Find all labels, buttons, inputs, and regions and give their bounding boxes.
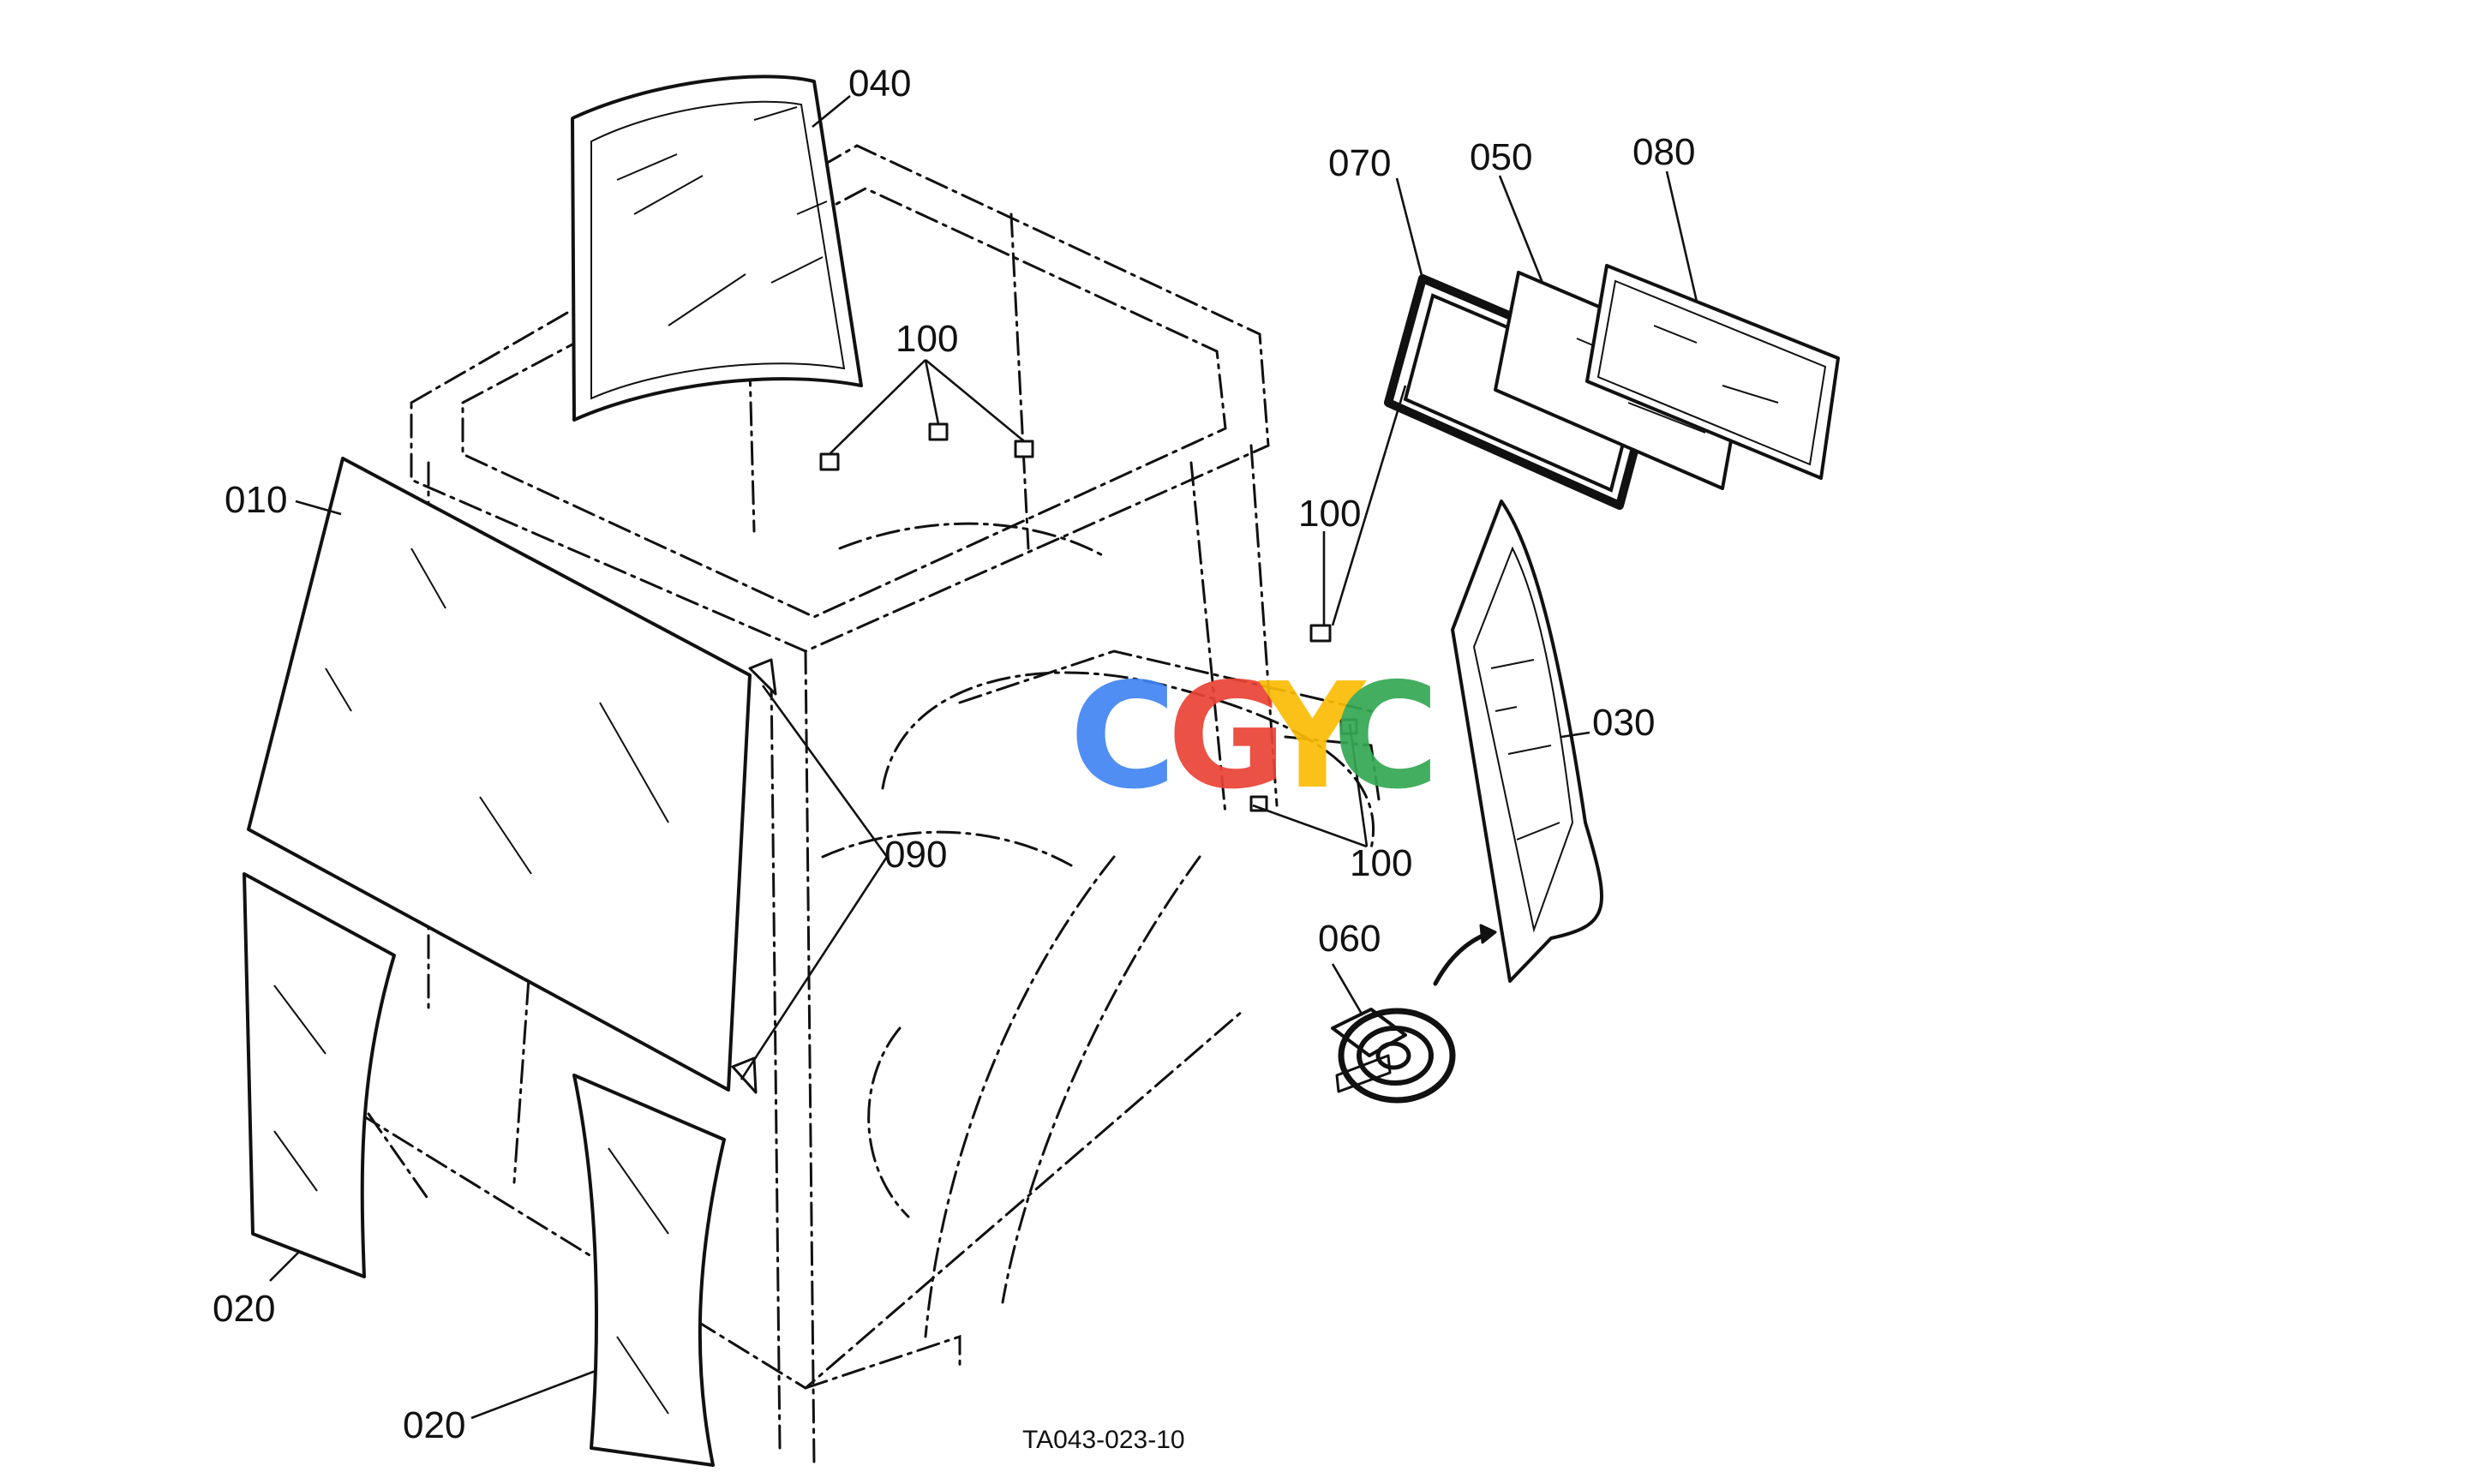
callout-040: 040 [848,63,911,105]
glass-010 [247,457,752,1092]
callout-060: 060 [1318,918,1381,960]
glass-030 [1451,500,1603,983]
callout-010: 010 [225,479,287,521]
callout-050: 050 [1470,136,1532,178]
seal-roll-060 [1331,924,1497,1104]
callout-070: 070 [1328,142,1391,184]
callout-100-top: 100 [896,318,958,360]
callout-030: 030 [1592,702,1655,744]
callout-020-left: 020 [213,1288,275,1330]
callout-080: 080 [1632,131,1695,173]
glass-040 [571,75,863,422]
callouts: 040 100 070 050 080 010 100 030 090 100 … [213,63,1695,1446]
callout-100-bottom: 100 [1350,842,1412,884]
glass-080 [1585,264,1840,480]
glass-020-bottom [572,1074,726,1467]
glass-020-left [243,872,396,1278]
drawing-code: TA043-023-10 [1022,1426,1185,1454]
watermark-letter-y: Y [1258,652,1367,822]
watermark-letter-c1: C [1069,652,1177,822]
callout-100-right: 100 [1298,493,1361,535]
watermark-letter-g: G [1167,652,1287,822]
callout-090: 090 [884,834,947,876]
watermark-logo: C G Y C [1069,652,1440,822]
leader-lines [269,94,1698,1420]
watermark-letter-c2: C [1333,652,1440,822]
callout-020-bottom: 020 [403,1404,465,1446]
